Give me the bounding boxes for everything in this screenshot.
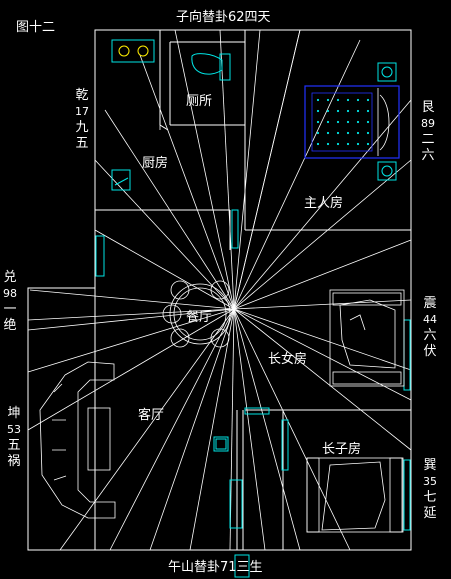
bed-quilt-dot [316, 109, 320, 113]
direction-ray [94, 229, 235, 310]
direction-ray [29, 289, 235, 310]
bed-quilt-dot [336, 98, 340, 102]
bed-quilt-dot [336, 142, 340, 146]
stove [111, 39, 155, 63]
room-dining: 餐厅 [186, 310, 213, 325]
bed-quilt-dot [356, 98, 360, 102]
direction-ray [189, 308, 235, 551]
bed-quilt-dot [366, 142, 370, 146]
bed-quilt-dot [346, 109, 350, 113]
direction-ray [149, 308, 235, 551]
bed-quilt-dot [346, 131, 350, 135]
bed-quilt-dot [326, 98, 330, 102]
outer-wall-west-extension [27, 287, 95, 551]
direction-ray [27, 308, 235, 431]
room-eldest-son: 长子房 [322, 442, 362, 457]
bed-quilt-dot [356, 131, 360, 135]
bed-quilt-dot [316, 131, 320, 135]
door-kitchen [231, 209, 239, 249]
bed-quilt-dot [366, 109, 370, 113]
bottom-caption: 午山替卦71三生 [168, 560, 263, 575]
bed-quilt-dot [346, 120, 350, 124]
door-son [281, 419, 289, 471]
room-living: 客厅 [138, 408, 165, 423]
direction-ray [27, 308, 235, 331]
bed-quilt-dot [366, 98, 370, 102]
bed-quilt-dot [356, 120, 360, 124]
door-daughter [244, 407, 270, 415]
room-eldest-daughter: 长女房 [268, 352, 308, 367]
direction-ray [229, 308, 235, 551]
direction-ray [139, 54, 235, 310]
bed-quilt-dot [316, 98, 320, 102]
direction-ray [233, 308, 412, 451]
direction-ray [27, 308, 235, 321]
direction-ray [94, 159, 235, 310]
bed-quilt-dot [326, 131, 330, 135]
sofa [39, 361, 116, 519]
cyan-accents [95, 53, 411, 578]
direction-ray [59, 308, 235, 551]
direction-ray [233, 29, 261, 310]
direction-ray [233, 308, 301, 551]
entrance-door [234, 554, 250, 578]
bed-quilt-dot [356, 109, 360, 113]
direction-ray [233, 29, 301, 310]
direction-ray [233, 308, 412, 401]
direction-ray [174, 29, 235, 310]
bed-quilt-dot [326, 142, 330, 146]
bed-quilt-dot [346, 98, 350, 102]
direction-ray [233, 299, 412, 310]
bed-quilt-dot [326, 109, 330, 113]
direction-ray [233, 308, 412, 371]
dining-set [162, 280, 231, 348]
window-east-son [403, 459, 411, 531]
bed-quilt-dot [366, 131, 370, 135]
direction-ray [27, 308, 235, 373]
direction-rays [27, 29, 412, 551]
figure-label: 图十二 [16, 20, 56, 35]
kitchen-sink [111, 169, 131, 191]
bed-quilt-dot [326, 120, 330, 124]
direction-ray [219, 29, 235, 310]
bed-quilt-dot [316, 120, 320, 124]
pillar [229, 479, 243, 529]
bed-quilt-dot [336, 109, 340, 113]
bed-quilt-dot [366, 120, 370, 124]
bed-quilt-dot [336, 120, 340, 124]
room-toilet: 厕所 [186, 94, 213, 109]
window-east-daughter [403, 319, 411, 391]
toilet-bowl [191, 53, 223, 75]
direction-ray [233, 308, 351, 551]
son-bed [306, 457, 404, 533]
bed-quilt-dot [356, 142, 360, 146]
top-caption: 子向替卦62四天 [176, 10, 271, 25]
direction-ray [233, 39, 361, 310]
direction-ray [233, 159, 412, 310]
bed-quilt-dot [346, 142, 350, 146]
direction-ray [233, 308, 266, 551]
window-west [95, 235, 105, 277]
daughter-bed [329, 289, 405, 387]
bed-quilt-dot [336, 131, 340, 135]
direction-ray [233, 239, 412, 310]
column-box [213, 436, 229, 452]
direction-ray [109, 308, 235, 551]
room-kitchen: 厨房 [142, 156, 169, 171]
direction-ray [233, 99, 412, 310]
bed-quilt-dot [316, 142, 320, 146]
room-master-bedroom: 主人房 [304, 196, 344, 211]
master-bed [304, 62, 400, 181]
